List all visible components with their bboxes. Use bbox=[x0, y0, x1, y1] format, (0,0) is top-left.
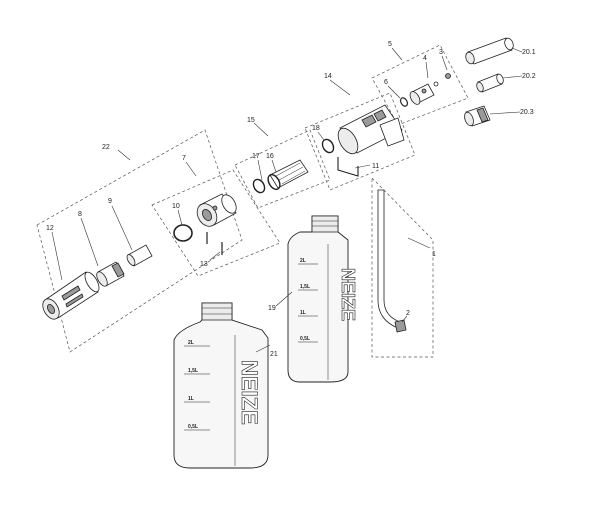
small-bottle-grad-3: 1L bbox=[300, 310, 306, 316]
label-20-2: 20.2 bbox=[522, 73, 536, 80]
label-21: 21 bbox=[270, 351, 278, 358]
part-7-valve-body bbox=[196, 193, 237, 227]
label-9: 9 bbox=[108, 198, 112, 205]
label-8: 8 bbox=[78, 211, 82, 218]
part-20-3-adapter bbox=[464, 105, 491, 127]
label-15: 15 bbox=[247, 117, 255, 124]
part-10-o-ring bbox=[173, 224, 193, 242]
large-bottle-grad-3: 1L bbox=[188, 396, 194, 402]
label-19: 19 bbox=[268, 305, 276, 312]
part-9-cylinder bbox=[126, 244, 153, 267]
label-2: 2 bbox=[406, 310, 410, 317]
label-20-3: 20.3 bbox=[520, 109, 534, 116]
label-6: 6 bbox=[384, 79, 388, 86]
group-14-outline bbox=[304, 92, 416, 191]
part-16-filter bbox=[267, 159, 309, 191]
large-bottle-grad-1: 2L bbox=[188, 340, 194, 346]
label-22: 22 bbox=[102, 144, 110, 151]
part-6-ring bbox=[399, 97, 409, 107]
part-3-ball bbox=[445, 73, 451, 79]
part-2-tube-nozzle bbox=[394, 319, 407, 333]
label-18: 18 bbox=[312, 125, 320, 132]
large-bottle-grad-4: 0,5L bbox=[188, 424, 198, 430]
label-14: 14 bbox=[324, 73, 332, 80]
group-1-outline bbox=[371, 177, 434, 358]
small-bottle-grad-1: 2L bbox=[300, 258, 306, 264]
part-18-o-ring bbox=[321, 138, 335, 154]
group-7-outline bbox=[151, 169, 281, 277]
large-bottle-brand: NEIZE bbox=[237, 360, 262, 425]
part-4-fitting bbox=[409, 83, 435, 105]
part-labels: 22 7 8 9 12 10 13 15 17 16 18 14 11 5 6 … bbox=[46, 41, 536, 358]
group-5-outline bbox=[371, 44, 469, 126]
label-1: 1 bbox=[432, 251, 436, 258]
label-20-1: 20.1 bbox=[522, 49, 536, 56]
label-17: 17 bbox=[252, 153, 260, 160]
part-1-dip-tube bbox=[377, 189, 401, 329]
small-bottle-grad-2: 1,5L bbox=[300, 284, 310, 290]
leader-lines bbox=[51, 47, 523, 353]
group-15-outline bbox=[234, 129, 331, 209]
small-bottle-grad-4: 0,5L bbox=[300, 336, 310, 342]
small-bottle-brand: NEIZE bbox=[338, 268, 358, 321]
part-19-small-bottle: 2L 1,5L 1L 0,5L NEIZE bbox=[287, 215, 358, 383]
part-20-1-coupler bbox=[465, 37, 514, 65]
part-11-clip bbox=[337, 157, 359, 177]
part-3-spring bbox=[433, 81, 439, 87]
part-17-ring bbox=[252, 178, 266, 194]
part-14-pump-head bbox=[337, 104, 405, 155]
part-12-nozzle-head bbox=[42, 271, 100, 320]
label-13: 13 bbox=[200, 261, 208, 268]
part-13-pins bbox=[206, 232, 223, 255]
label-5: 5 bbox=[388, 41, 392, 48]
part-21-large-bottle: 2L 1,5L 1L 0,5L NEIZE bbox=[173, 302, 269, 469]
label-12: 12 bbox=[46, 225, 54, 232]
label-3: 3 bbox=[439, 49, 443, 56]
label-4: 4 bbox=[423, 55, 427, 62]
label-10: 10 bbox=[172, 203, 180, 210]
large-bottle-grad-2: 1,5L bbox=[188, 368, 198, 374]
part-8-connector bbox=[96, 261, 125, 287]
label-11: 11 bbox=[372, 163, 379, 170]
part-20-2-coupler bbox=[476, 73, 504, 93]
label-16: 16 bbox=[266, 153, 274, 160]
label-7: 7 bbox=[182, 155, 186, 162]
